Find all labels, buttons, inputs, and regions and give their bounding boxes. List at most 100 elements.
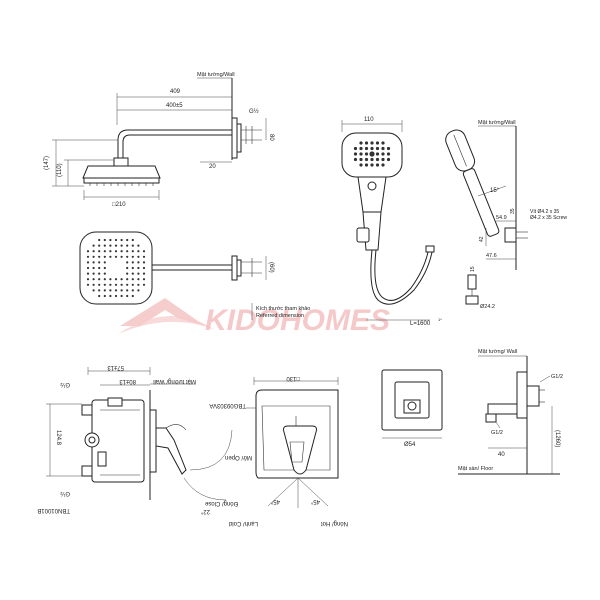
dim-60: (60) <box>268 262 274 273</box>
nozzle-hole <box>114 250 118 253</box>
nozzle-hole <box>142 255 146 258</box>
nozzle-hole <box>86 283 90 286</box>
nozzle-hole <box>103 255 106 258</box>
nozzle-hole <box>126 250 129 253</box>
dim-1260: (1260) <box>554 430 560 447</box>
hand-nozzle-hole <box>375 157 380 162</box>
nozzle-hole <box>86 278 90 281</box>
nozzle-hole <box>92 278 95 281</box>
nozzle-hole <box>98 238 101 242</box>
dim-409: 409 <box>170 89 181 95</box>
valve-front-view: □130 TBG09303VA 45° 45° Lạnh/ Cold Nóng/… <box>209 375 348 526</box>
nozzle-hole <box>109 289 112 292</box>
nozzle-hole <box>131 255 134 258</box>
hand-nozzle-hole <box>364 163 369 167</box>
open-label: Mở/ Open <box>225 454 252 461</box>
dim-130: □130 <box>286 375 300 381</box>
nozzle-hole <box>137 272 140 275</box>
thread-g12-outlet-top: G1/2 <box>551 374 563 380</box>
nozzle-hole <box>92 261 95 264</box>
nozzle-hole <box>131 244 134 247</box>
hand-nozzle-hole <box>381 163 385 167</box>
dim-47-6: 47.6 <box>486 253 497 259</box>
thread-g12-top: G½ <box>249 108 259 115</box>
thread-g12-upper: G½ <box>60 381 70 388</box>
nozzle-hole <box>98 266 101 270</box>
dim-110-vertical: (110) <box>57 163 63 177</box>
wall-outlet-side-view: Mặt tường/ Wall G1/2 G1/2 40 (1260) Mặt … <box>458 349 563 475</box>
nozzle-hole <box>142 250 146 253</box>
dim-20: 20 <box>209 164 216 170</box>
nozzle-hole <box>131 283 134 286</box>
nozzle-hole <box>137 283 140 286</box>
model-tbn01001b: TBN01001B <box>37 507 70 513</box>
dim-147: (147) <box>44 156 50 170</box>
wall-label-top: Mặt tường/Wall <box>197 72 235 78</box>
nozzle-hole <box>114 238 118 242</box>
hand-nozzle-hole <box>386 146 391 151</box>
dim-15: 15 <box>470 266 476 272</box>
nozzle-hole <box>120 289 123 292</box>
nozzle-hole <box>137 278 140 281</box>
dim-110-hand: 110 <box>364 117 374 123</box>
nozzle-hole <box>142 272 146 275</box>
hand-nozzle-hole <box>364 152 369 156</box>
hand-nozzle-hole <box>370 141 374 145</box>
hand-nozzle-hole <box>364 157 369 162</box>
nozzle-hole <box>86 266 90 270</box>
nozzle-hole <box>126 272 129 275</box>
nozzle-hole <box>114 294 118 298</box>
hand-nozzle-hole <box>386 152 391 156</box>
hand-shower-side-view: Mặt tường/Wall 15° Vít Ø4.2 x 35 Ø4.2 x … <box>445 120 567 310</box>
dim-35: 35 <box>510 208 516 214</box>
hand-nozzle-hole <box>381 146 385 151</box>
nozzle-hole <box>120 250 123 253</box>
nozzle-hole <box>98 250 101 253</box>
nozzle-hole <box>137 261 140 264</box>
nozzle-hole <box>114 255 118 258</box>
nozzle-hole <box>126 278 129 281</box>
wall-outlet-front-view: Ø54 <box>381 369 443 448</box>
hand-nozzle-hole <box>364 146 369 151</box>
nozzle-hole <box>86 255 90 258</box>
watermark-logo-swoosh <box>118 315 215 334</box>
dim-400: 400±5 <box>166 103 183 109</box>
nozzle-hole <box>103 238 106 242</box>
watermark-brand: KIDOHOMES <box>205 304 390 337</box>
nozzle-hole <box>131 278 134 281</box>
dim-80-top: 80 <box>268 134 274 141</box>
cold-label: Lạnh/ Cold <box>229 520 258 526</box>
nozzle-hole <box>126 266 129 270</box>
nozzle-hole <box>126 244 129 247</box>
close-label: Đóng/ Close <box>204 500 238 506</box>
nozzle-hole <box>126 255 129 258</box>
dim-24-2: Ø24.2 <box>480 304 495 310</box>
nozzle-hole <box>86 272 90 275</box>
hand-nozzle-hole <box>353 157 358 162</box>
nozzle-hole <box>131 266 134 270</box>
nozzle-hole <box>120 244 123 247</box>
angle-22: 22° <box>200 508 210 514</box>
hand-nozzle-hole <box>375 152 380 156</box>
dim-54: Ø54 <box>404 442 416 448</box>
nozzle-hole <box>92 255 95 258</box>
model-tbg09303va: TBG09303VA <box>209 402 246 408</box>
hand-nozzle-hole <box>386 157 391 162</box>
nozzle-hole <box>126 294 129 298</box>
nozzle-hole <box>103 266 106 270</box>
hand-nozzle-hole <box>359 157 363 162</box>
nozzle-hole <box>120 294 123 298</box>
nozzle-hole <box>114 278 118 281</box>
nozzle-hole <box>109 255 112 258</box>
nozzle-hole <box>92 283 95 286</box>
hand-nozzle-hole <box>359 152 363 156</box>
dim-42: 42 <box>479 236 485 242</box>
angle-15: 15° <box>490 188 500 194</box>
nozzle-hole <box>137 244 140 247</box>
hand-nozzle-hole <box>375 146 380 151</box>
nozzle-hole <box>92 289 95 292</box>
dim-54-9: 54.9 <box>496 215 507 221</box>
wall-label-outlet: Mặt tường/ Wall <box>478 349 517 355</box>
shower-head-nozzle-grid <box>86 238 146 298</box>
nozzle-hole <box>120 238 123 242</box>
